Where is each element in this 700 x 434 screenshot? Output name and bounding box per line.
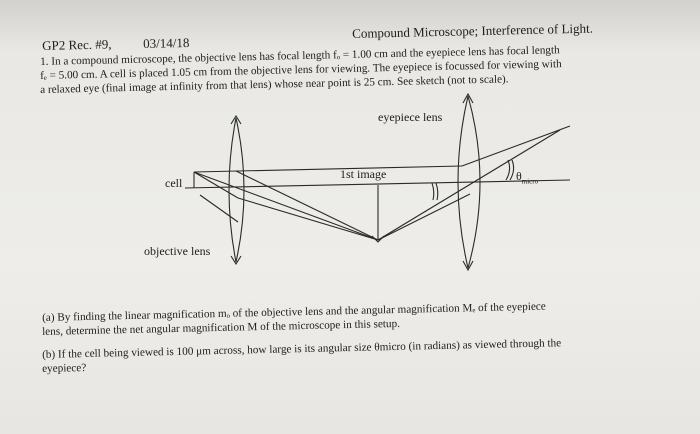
ray-chief xyxy=(377,129,561,241)
part-b-line-2: eyepiece? xyxy=(42,361,87,375)
eyepiece-lens xyxy=(457,95,481,269)
optical-axis xyxy=(184,179,571,189)
ray-parallel xyxy=(193,165,463,173)
theta-subscript: micro xyxy=(521,177,539,186)
objective-lens-bottom-arrow xyxy=(230,255,242,266)
objective-lens-label: objective lens xyxy=(144,244,211,258)
eyepiece-lens-label: eyepiece lens xyxy=(378,110,443,124)
ray-refracted xyxy=(235,170,379,241)
objective-lens-top-arrow xyxy=(230,114,242,125)
cell-label: cell xyxy=(165,176,183,190)
angle-arc-theta-2 xyxy=(509,159,515,181)
ray-exit xyxy=(461,125,571,167)
angle-arc-first-image xyxy=(431,182,435,201)
angle-arc-theta xyxy=(505,159,511,181)
theta-micro-label: θmicro xyxy=(516,169,538,185)
ray-converging xyxy=(237,197,379,241)
eyepiece-lens-top-arrow xyxy=(462,92,474,104)
angle-arc-first-image-2 xyxy=(435,182,439,201)
theta-symbol: θ xyxy=(516,169,522,183)
ray-to-eyepiece xyxy=(377,193,471,241)
first-image-label: 1st image xyxy=(340,167,387,181)
ray-through-center xyxy=(193,171,379,241)
ray-lower xyxy=(199,194,239,223)
objective-lens xyxy=(228,117,245,263)
eyepiece-lens-bottom-arrow xyxy=(462,260,474,272)
ray-to-lens-bottom xyxy=(193,171,239,199)
